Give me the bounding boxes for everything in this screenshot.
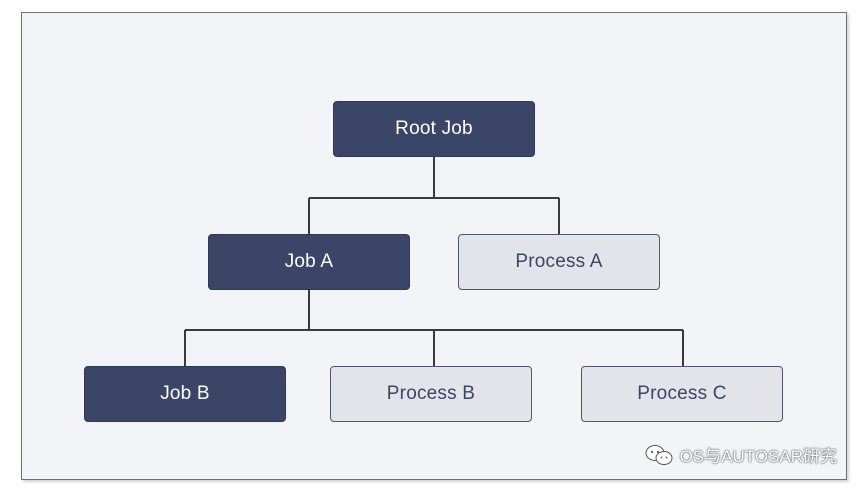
node-process-c-label: Process C (637, 383, 727, 404)
node-job-b: Job B (84, 366, 286, 422)
node-process-b: Process B (330, 366, 532, 422)
node-root-job-label: Root Job (395, 118, 473, 139)
node-process-a: Process A (458, 234, 660, 290)
node-job-a-label: Job A (284, 251, 334, 272)
watermark: OS与AUTOSAR研究 (644, 442, 837, 467)
node-job-b-label: Job B (160, 383, 210, 404)
watermark-text: OS与AUTOSAR研究 (679, 447, 837, 466)
node-root-job: Root Job (333, 101, 535, 157)
node-process-b-label: Process B (386, 383, 476, 404)
wechat-icon (645, 444, 673, 465)
node-process-c: Process C (581, 366, 783, 422)
node-process-a-label: Process A (515, 251, 603, 272)
node-job-a: Job A (208, 234, 410, 290)
